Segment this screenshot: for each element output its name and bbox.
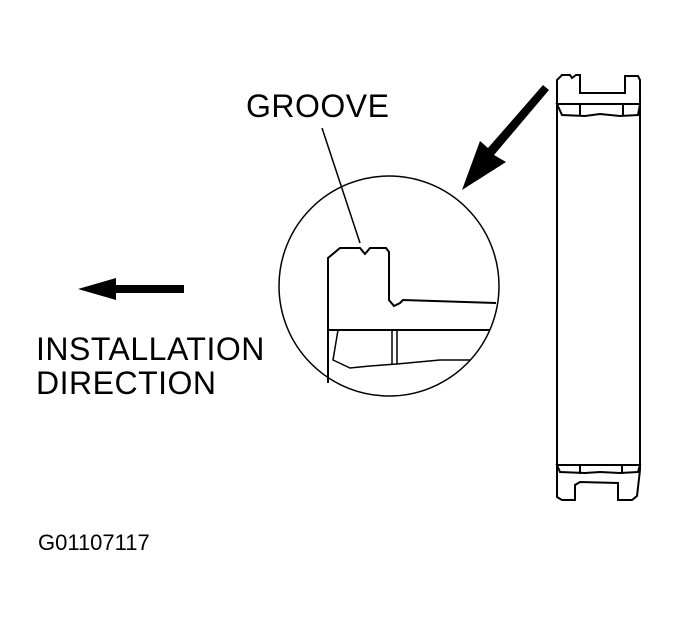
detail-circle <box>278 127 500 397</box>
groove-label: GROOVE <box>246 88 390 124</box>
figure-id: G01107117 <box>38 530 150 555</box>
installation-label-line1: INSTALLATION <box>36 331 265 367</box>
installation-direction-label: INSTALLATION DIRECTION <box>36 332 265 400</box>
seal-side-view <box>555 74 642 501</box>
detail-pointer-arrow-icon <box>462 85 549 190</box>
installation-label-line2: DIRECTION <box>36 365 217 401</box>
installation-arrow-icon <box>78 278 184 300</box>
